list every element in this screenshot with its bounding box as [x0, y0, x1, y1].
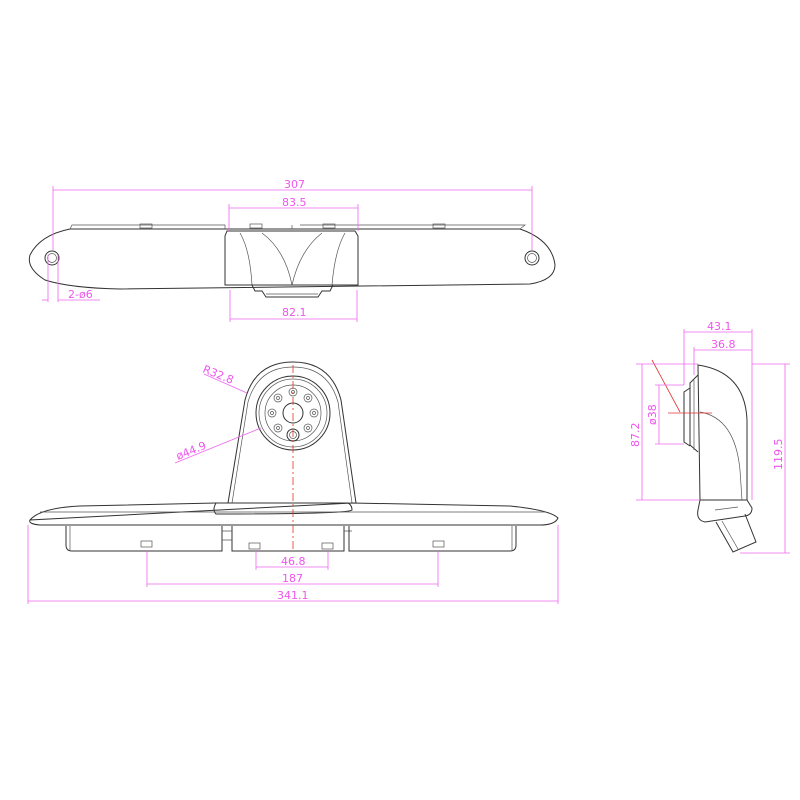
dim-lens-ring-diameter: ø44.9 — [174, 439, 208, 463]
dim-mounting-holes: 2-ø6 — [68, 288, 93, 301]
dim-overall-length: 341.1 — [277, 589, 309, 602]
dim-camera-housing-bottom: 82.1 — [282, 306, 307, 319]
front-view: R32.8 ø44.9 46.8 187 341.1 — [27, 361, 559, 604]
dim-overall-height: 119.5 — [772, 439, 785, 471]
dim-clip-spacing-inner: 46.8 — [281, 555, 306, 568]
side-view: 43.1 36.8 ø38 87.2 119.5 — [629, 320, 790, 554]
dim-camera-radius: R32.8 — [201, 363, 236, 387]
dim-body-height: 87.2 — [629, 423, 642, 448]
top-view: 307 83.5 82.1 2-ø6 — [28, 178, 556, 322]
dim-lens-diameter: ø38 — [646, 404, 659, 425]
dim-depth-overall: 43.1 — [707, 320, 732, 333]
dim-overall-width: 307 — [284, 178, 305, 191]
dim-depth-body: 36.8 — [711, 338, 736, 351]
dim-camera-housing-top: 83.5 — [282, 196, 307, 209]
dim-clip-spacing-outer: 187 — [282, 572, 303, 585]
